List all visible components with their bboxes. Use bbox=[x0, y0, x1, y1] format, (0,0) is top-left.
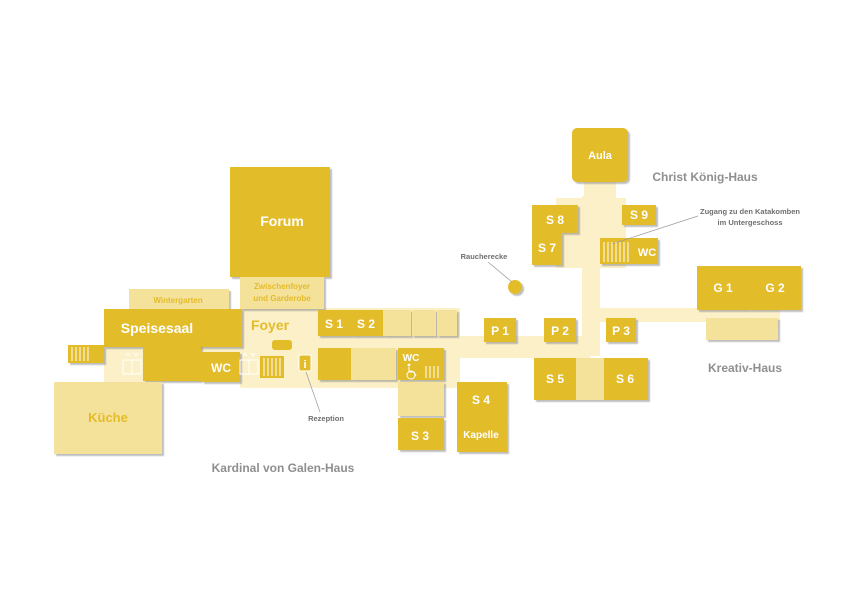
g1-label: G 1 bbox=[713, 281, 733, 295]
elevator-icon bbox=[122, 352, 142, 375]
p1-label: P 1 bbox=[491, 324, 509, 338]
speisesaal-room[interactable] bbox=[104, 309, 242, 347]
g1-room[interactable] bbox=[697, 266, 749, 310]
small-room-c bbox=[437, 310, 457, 336]
kreativ-annex bbox=[706, 318, 778, 340]
g2-label: G 2 bbox=[765, 281, 785, 295]
wc-right-label: WC bbox=[638, 247, 656, 259]
elevator-icon bbox=[239, 352, 259, 375]
kardinal-house-label: Kardinal von Galen-Haus bbox=[212, 461, 355, 475]
s1-label: S 1 bbox=[325, 317, 343, 331]
p2-room[interactable] bbox=[544, 318, 576, 342]
room-under-s2 bbox=[351, 348, 396, 380]
wc-middle-room[interactable] bbox=[398, 348, 444, 380]
s6-room[interactable] bbox=[604, 358, 648, 400]
p3-label: P 3 bbox=[612, 324, 630, 338]
info-icon[interactable]: i bbox=[298, 354, 312, 372]
raucherecke-leader bbox=[487, 261, 513, 283]
wintergarten-room[interactable] bbox=[129, 289, 229, 309]
zwischenfoyer-label-line1: Zwischenfoyer bbox=[254, 282, 310, 291]
kueche-room[interactable] bbox=[54, 382, 162, 454]
kueche-stair-room[interactable] bbox=[68, 345, 104, 363]
s7-room[interactable] bbox=[532, 233, 562, 265]
small-room-b bbox=[412, 310, 436, 336]
wc-middle-label: WC bbox=[403, 353, 420, 364]
wc-right-room[interactable] bbox=[600, 238, 658, 264]
s5-s6-connector-b bbox=[576, 378, 604, 400]
rezeption-leader bbox=[305, 371, 321, 413]
s5-room[interactable] bbox=[534, 358, 576, 400]
raucherecke-marker[interactable] bbox=[508, 280, 522, 294]
s1-room[interactable] bbox=[318, 310, 351, 336]
s9-label: S 9 bbox=[630, 208, 648, 222]
wheelchair-icon bbox=[406, 363, 417, 380]
s3-room[interactable] bbox=[398, 418, 444, 450]
corridor-aula bbox=[584, 180, 616, 200]
p1-room[interactable] bbox=[484, 318, 516, 342]
christ-koenig-house-label: Christ König-Haus bbox=[652, 170, 758, 184]
forum-room[interactable] bbox=[230, 167, 330, 277]
wc-left-room[interactable] bbox=[202, 352, 240, 382]
s5-label: S 5 bbox=[546, 372, 564, 386]
zwischenfoyer-label-line2: und Garderobe bbox=[253, 294, 311, 303]
room-under-s1 bbox=[318, 348, 351, 380]
s8-room[interactable] bbox=[532, 205, 578, 233]
stairs-icon bbox=[425, 366, 439, 378]
s6-label: S 6 bbox=[616, 372, 634, 386]
room-under-wc-a bbox=[398, 382, 444, 398]
zwischenfoyer-area[interactable] bbox=[240, 277, 324, 309]
katakomben-label-line1: Zugang zu den Katakomben bbox=[700, 207, 800, 216]
s2-label: S 2 bbox=[357, 317, 375, 331]
wintergarten-label: Wintergarten bbox=[153, 296, 202, 305]
stairs-icon bbox=[71, 347, 89, 361]
kueche-label: Küche bbox=[88, 410, 128, 425]
rezeption-label: Rezeption bbox=[308, 414, 344, 423]
s4-label: S 4 bbox=[472, 393, 490, 407]
stairs-icon bbox=[603, 242, 629, 262]
room-under-wc-b bbox=[398, 398, 444, 416]
raucherecke-label: Raucherecke bbox=[461, 252, 508, 261]
g2-room[interactable] bbox=[749, 266, 801, 310]
s9-room[interactable] bbox=[622, 205, 656, 225]
s2-room[interactable] bbox=[351, 310, 383, 336]
forum-label: Forum bbox=[260, 213, 304, 229]
katakomben-leader bbox=[611, 215, 699, 245]
foyer-label: Foyer bbox=[251, 317, 290, 333]
stairs-icon bbox=[260, 356, 284, 378]
s5-s6-connector-a bbox=[576, 358, 604, 378]
speisesaal-label: Speisesaal bbox=[121, 320, 193, 336]
s7-label: S 7 bbox=[538, 241, 556, 255]
kapelle-label: Kapelle bbox=[463, 430, 499, 441]
svg-text:i: i bbox=[303, 359, 306, 371]
s4-room[interactable] bbox=[457, 382, 507, 416]
p2-label: P 2 bbox=[551, 324, 569, 338]
aula-room[interactable] bbox=[572, 128, 628, 182]
wc-left-label: WC bbox=[211, 361, 231, 375]
s3-label: S 3 bbox=[411, 429, 429, 443]
info-desk bbox=[272, 340, 292, 350]
kapelle-room[interactable] bbox=[457, 416, 507, 452]
kreativ-house-label: Kreativ-Haus bbox=[708, 361, 782, 375]
small-room-a bbox=[383, 310, 411, 336]
s8-label: S 8 bbox=[546, 213, 564, 227]
katakomben-label-line2: im Untergeschoss bbox=[717, 218, 782, 227]
speisesaal-annex bbox=[143, 345, 201, 381]
p3-room[interactable] bbox=[606, 318, 636, 342]
aula-label: Aula bbox=[588, 150, 613, 162]
